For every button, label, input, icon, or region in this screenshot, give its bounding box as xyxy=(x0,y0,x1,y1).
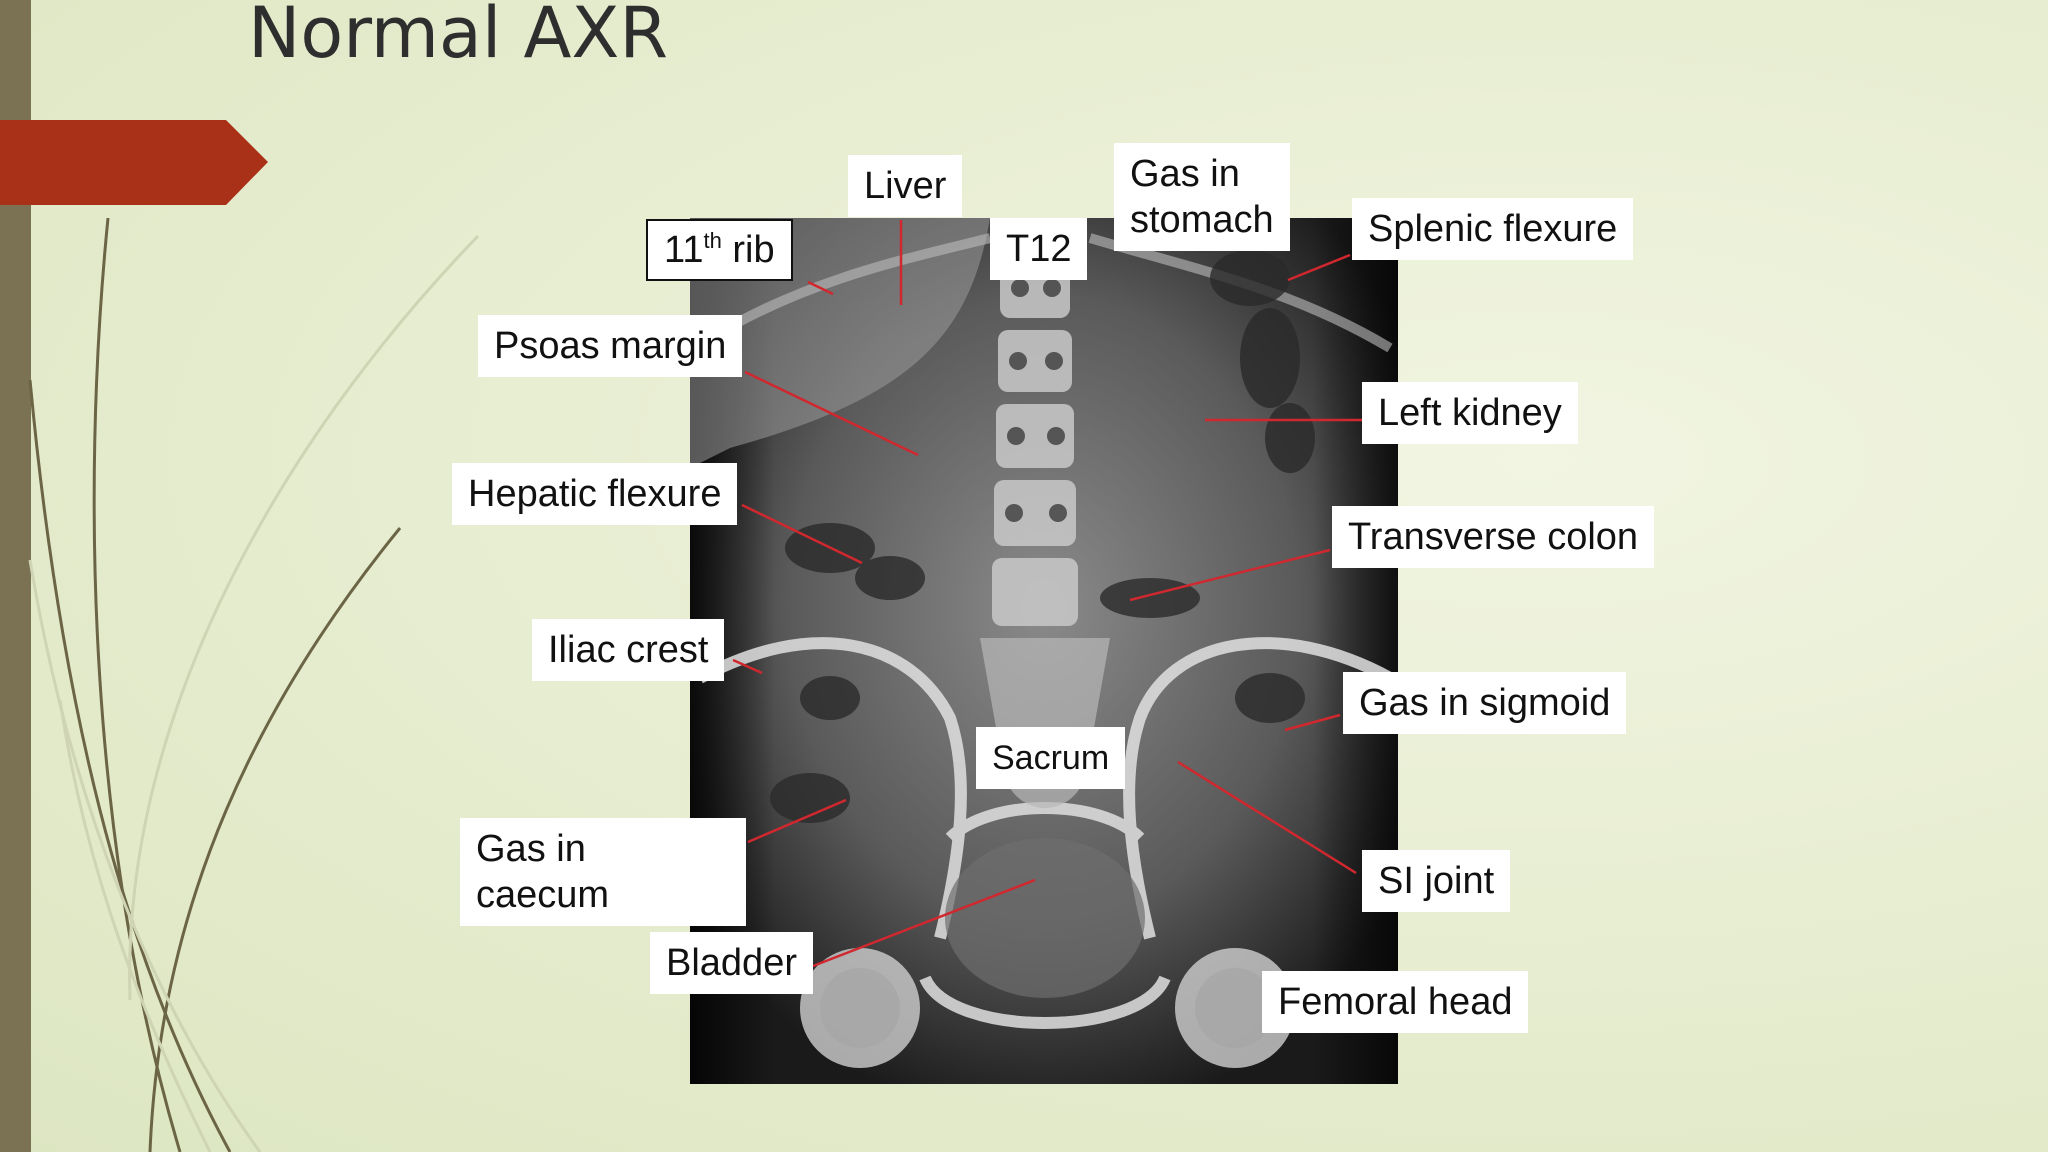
slide-title: Normal AXR xyxy=(248,0,668,74)
decorative-swirls xyxy=(28,217,480,1152)
label-gas-stomach-line2: stomach xyxy=(1130,199,1274,241)
label-gas-in-stomach: Gas in stomach xyxy=(1114,143,1290,251)
label-psoas-margin: Psoas margin xyxy=(478,315,743,377)
label-gas-in-caecum: Gas in caecum xyxy=(460,818,746,926)
label-si-joint: SI joint xyxy=(1362,850,1511,912)
label-liver: Liver xyxy=(848,155,963,217)
label-sacrum: Sacrum xyxy=(976,727,1126,789)
label-splenic-flexure: Splenic flexure xyxy=(1352,198,1634,260)
label-bladder: Bladder xyxy=(650,932,813,994)
label-gas-caecum-line2: caecum xyxy=(476,874,610,916)
label-rib-word: rib xyxy=(732,229,775,271)
label-transverse-colon: Transverse colon xyxy=(1332,506,1655,568)
label-t12: T12 xyxy=(990,218,1088,280)
label-left-kidney: Left kidney xyxy=(1362,382,1578,444)
label-gas-caecum-line1: Gas in xyxy=(476,828,586,870)
label-hepatic-flexure: Hepatic flexure xyxy=(452,463,738,525)
label-gas-in-sigmoid: Gas in sigmoid xyxy=(1343,672,1627,734)
label-iliac-crest: Iliac crest xyxy=(532,619,725,681)
accent-arrow-shape xyxy=(0,120,268,205)
label-11th-rib: 11th rib xyxy=(646,219,793,281)
label-rib-number: 11 xyxy=(664,229,704,271)
label-gas-stomach-line1: Gas in xyxy=(1130,153,1240,195)
label-rib-suffix: th xyxy=(703,228,722,253)
label-femoral-head: Femoral head xyxy=(1262,971,1529,1033)
